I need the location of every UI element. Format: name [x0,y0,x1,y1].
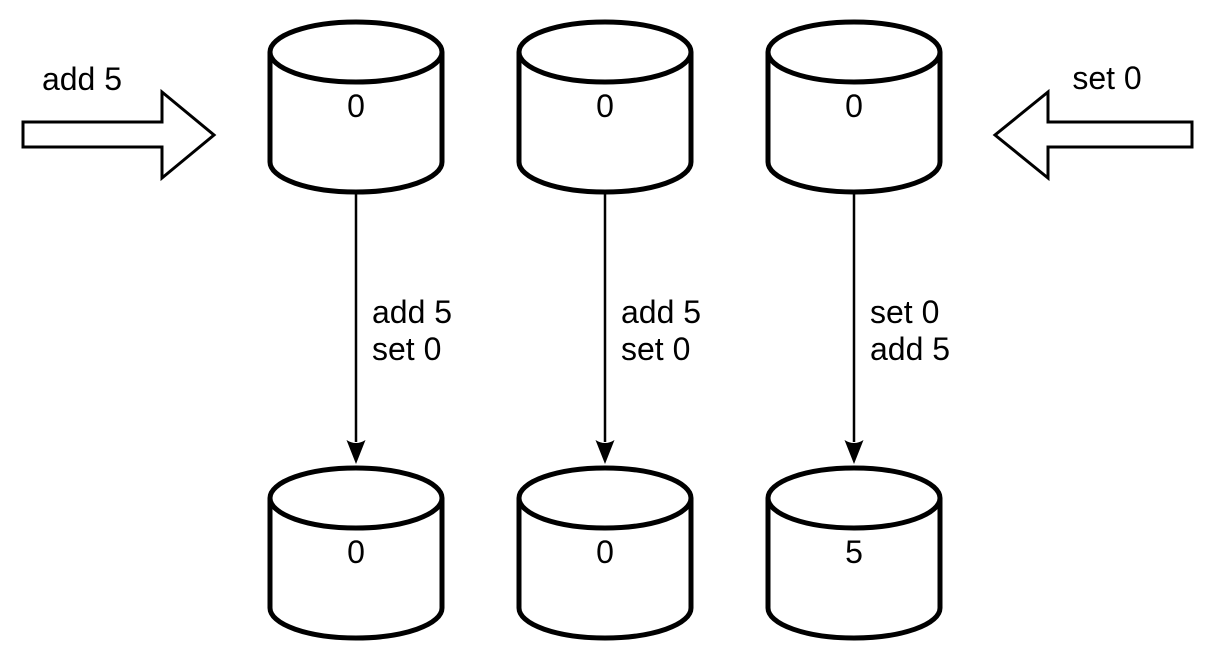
replica-1-initial-value: 0 [347,88,365,124]
replica-column-3: 0 set 0 add 5 5 [765,19,950,641]
replica-2-initial-value: 0 [596,88,614,124]
replica-1-final-value: 0 [347,534,365,570]
replica-1-operations: add 5 set 0 [372,294,452,367]
database-cylinder-bottom: 5 [765,465,943,641]
operation-label: add 5 [870,331,950,367]
replica-column-1: 0 add 5 set 0 0 [267,19,452,641]
right-input-group: set 0 [992,60,1194,182]
arrow-right-icon [21,88,217,182]
replica-3-initial-value: 0 [845,88,863,124]
replica-2-operations: add 5 set 0 [621,294,701,367]
database-cylinder-top: 0 [267,19,445,195]
arrow-down-icon [346,192,366,464]
right-input-label: set 0 [1072,60,1141,96]
replica-3-operations: set 0 add 5 [870,294,950,367]
left-input-group: add 5 [21,61,217,182]
database-cylinder-top: 0 [765,19,943,195]
operation-label: add 5 [372,294,452,330]
operation-label: set 0 [870,294,939,330]
arrow-down-icon [595,192,615,464]
replica-2-final-value: 0 [596,534,614,570]
database-cylinder-top: 0 [516,19,694,195]
operation-label: set 0 [621,331,690,367]
database-cylinder-bottom: 0 [267,465,445,641]
left-input-label: add 5 [42,61,122,97]
operation-label: add 5 [621,294,701,330]
arrow-left-icon [992,88,1194,182]
database-cylinder-bottom: 0 [516,465,694,641]
arrow-down-icon [844,192,864,464]
replica-column-2: 0 add 5 set 0 0 [516,19,701,641]
replica-3-final-value: 5 [845,534,863,570]
operation-label: set 0 [372,331,441,367]
